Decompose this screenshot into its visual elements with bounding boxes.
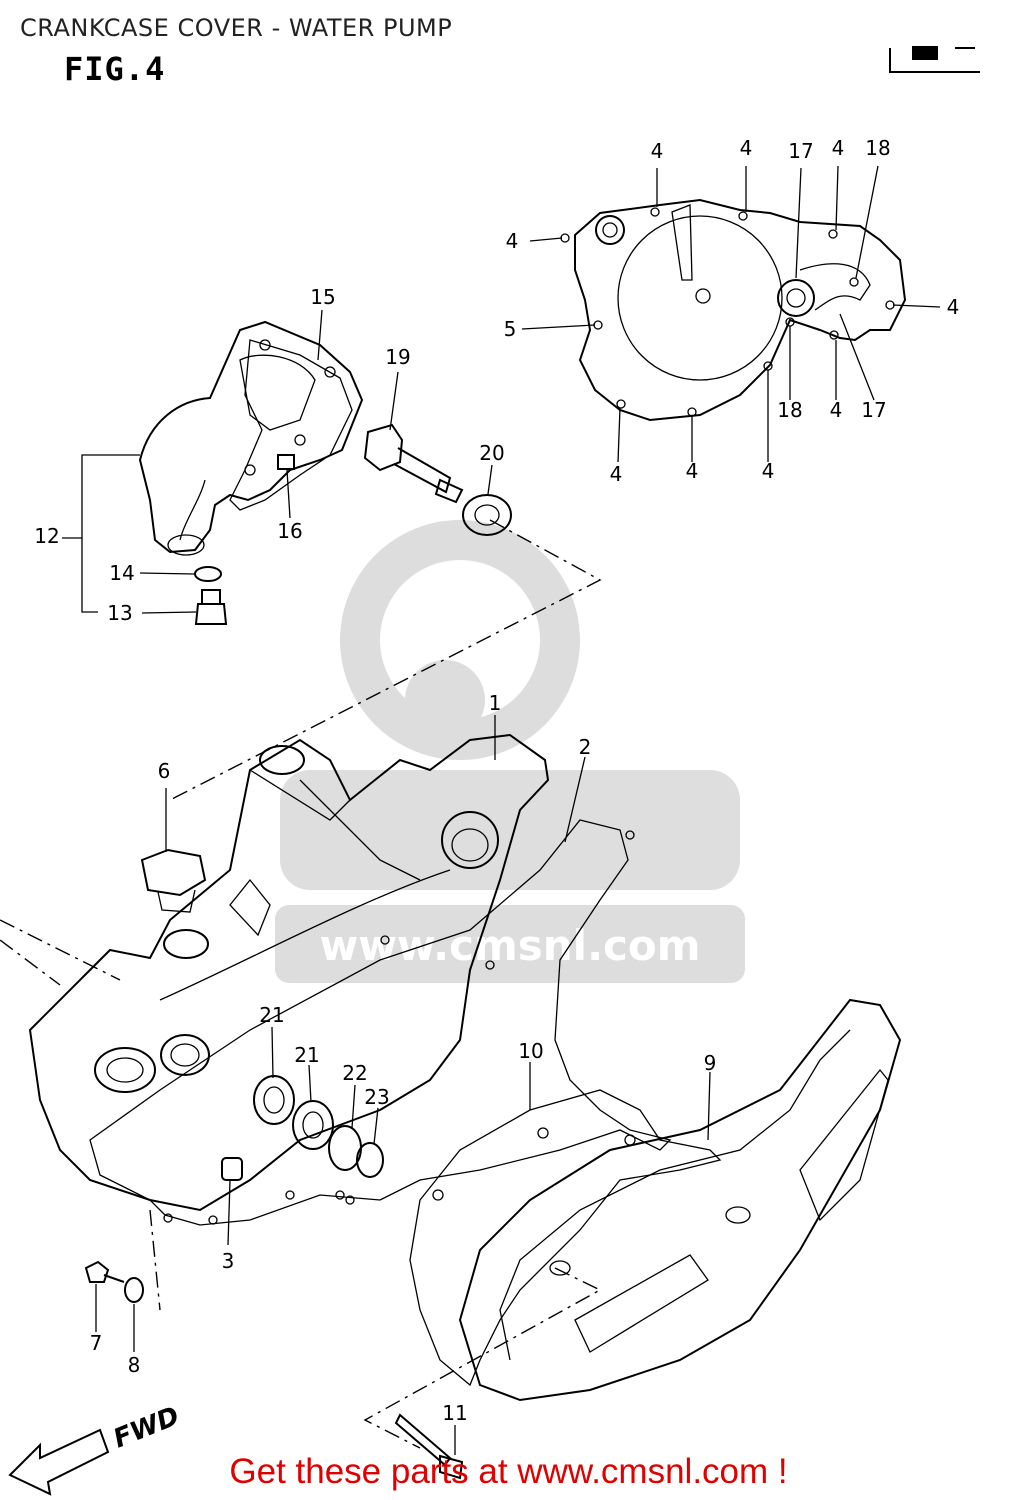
- promo-banner[interactable]: Get these parts at www.cmsnl.com !: [229, 1452, 788, 1491]
- drain-bolt-part-13: [194, 589, 228, 625]
- washer-part-8: [124, 1277, 144, 1303]
- fwd-label: FWD: [109, 1401, 183, 1454]
- bolt-part-7: [84, 1260, 125, 1283]
- callout-4: 4: [830, 398, 843, 422]
- callout-18: 18: [865, 136, 890, 160]
- page-title: CRANKCASE COVER - WATER PUMP: [20, 14, 453, 42]
- oil-seal-part-23: [356, 1142, 384, 1178]
- right-crankcase-cover-part-1: [28, 733, 550, 1212]
- corner-mark-text: B: [912, 43, 914, 45]
- cover-leader-lines: [521, 165, 941, 463]
- water-pump-cover-part-5: [560, 198, 907, 422]
- callout-21: 21: [294, 1043, 319, 1067]
- callout-20: 20: [479, 441, 504, 465]
- callout-11: 11: [442, 1401, 467, 1425]
- callout-1: 1: [489, 691, 502, 715]
- callout-16: 16: [277, 519, 302, 543]
- screw-part-11: [394, 1413, 464, 1480]
- callout-10: 10: [518, 1039, 543, 1063]
- washer-part-14: [194, 566, 222, 582]
- water-pump-housing-part-12: [138, 320, 364, 556]
- main-leader-lines: [0, 715, 711, 1455]
- callout-19: 19: [385, 345, 410, 369]
- pump-leader-lines: [62, 309, 602, 801]
- callout-8: 8: [128, 1353, 141, 1377]
- callout-6: 6: [158, 759, 171, 783]
- watermark-text: www.cmsnl.com: [319, 921, 700, 970]
- callout-17: 17: [788, 139, 813, 163]
- corner-mark: B: [889, 43, 980, 73]
- callout-15: 15: [310, 285, 335, 309]
- callout-3: 3: [222, 1249, 235, 1273]
- circlip-part-22: [328, 1125, 362, 1171]
- clutch-cover-gasket-part-10: [409, 1089, 722, 1387]
- callout-4: 4: [740, 136, 753, 160]
- figure-label: FIG.4: [64, 50, 166, 88]
- dowel-pin-part-16: [277, 454, 295, 470]
- watermark-logo: www.cmsnl.com: [275, 520, 745, 983]
- callout-22: 22: [342, 1061, 367, 1085]
- bearings-parts-21: [253, 1075, 334, 1150]
- impeller-part-19: [363, 423, 464, 504]
- oil-seal-part-20: [462, 494, 512, 536]
- callout-21: 21: [259, 1003, 284, 1027]
- pump-gasket-part-15: [229, 339, 353, 511]
- callout-13: 13: [107, 601, 132, 625]
- callout-4: 4: [610, 462, 623, 486]
- callout-4: 4: [762, 459, 775, 483]
- callout-5: 5: [504, 317, 517, 341]
- callout-14: 14: [109, 561, 134, 585]
- callout-4: 4: [686, 459, 699, 483]
- oil-filler-cap-part-6: [140, 848, 207, 913]
- callout-4: 4: [651, 139, 664, 163]
- callout-9: 9: [704, 1051, 717, 1075]
- callout-23: 23: [364, 1085, 389, 1109]
- callout-12: 12: [34, 524, 59, 548]
- outer-cover-part-9: [458, 998, 902, 1402]
- callout-18: 18: [777, 398, 802, 422]
- callout-4: 4: [947, 295, 960, 319]
- callout-2: 2: [579, 735, 592, 759]
- callout-17: 17: [861, 398, 886, 422]
- callout-4: 4: [832, 136, 845, 160]
- dowel-pin-part-3: [221, 1157, 243, 1181]
- cover-gasket-part-2: [89, 819, 672, 1226]
- callout-4: 4: [506, 229, 519, 253]
- callout-7: 7: [90, 1331, 103, 1355]
